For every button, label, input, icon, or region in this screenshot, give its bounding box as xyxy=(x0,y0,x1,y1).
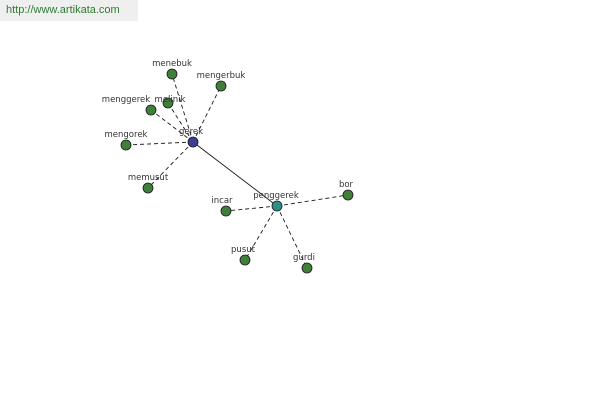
edge-gerek-memusut xyxy=(147,141,194,189)
node-gerek[interactable] xyxy=(187,136,199,148)
node-penggerek[interactable] xyxy=(271,200,283,212)
source-url[interactable]: http://www.artikata.com xyxy=(6,4,120,16)
edge-penggerek-pusut xyxy=(244,205,278,261)
node-menebuk[interactable] xyxy=(166,68,178,80)
node-label-mengorek: mengorek xyxy=(105,130,148,140)
node-label-pusut: pusut xyxy=(231,245,256,255)
node-melinik[interactable] xyxy=(162,97,174,109)
edge-gerek-melinik xyxy=(167,102,194,143)
edge-penggerek-incar xyxy=(225,205,278,212)
node-incar[interactable] xyxy=(220,205,232,217)
edge-penggerek-gurdi xyxy=(276,205,308,269)
node-label-incar: incar xyxy=(211,196,233,206)
node-menggerek[interactable] xyxy=(145,104,157,116)
node-mengorek[interactable] xyxy=(120,139,132,151)
node-label-gerek: gerek xyxy=(179,127,203,137)
edge-gerek-mengorek xyxy=(125,141,194,146)
edge-gerek-menggerek xyxy=(150,109,194,143)
node-bor[interactable] xyxy=(342,189,354,201)
edge-gerek-penggerek xyxy=(192,141,278,207)
node-mengerbuk[interactable] xyxy=(215,80,227,92)
node-label-menebuk: menebuk xyxy=(152,59,192,69)
labels-layer: gerek penggerek menebuk mengerbuk menggerek m… xyxy=(102,59,354,263)
nodes-layer xyxy=(120,68,354,274)
node-gurdi[interactable] xyxy=(301,262,313,274)
edge-penggerek-bor xyxy=(276,194,349,207)
node-label-memusut: memusut xyxy=(128,173,169,183)
edges-layer xyxy=(125,73,349,269)
node-label-bor: bor xyxy=(339,180,354,190)
node-label-mengerbuk: mengerbuk xyxy=(197,71,246,81)
node-label-melinik: melinik xyxy=(155,95,186,105)
node-label-menggerek: menggerek xyxy=(102,95,150,105)
node-label-gurdi: gurdi xyxy=(293,253,315,263)
node-label-penggerek: penggerek xyxy=(253,191,299,201)
edge-gerek-menebuk xyxy=(171,73,194,143)
node-memusut[interactable] xyxy=(142,182,154,194)
node-pusut[interactable] xyxy=(239,254,251,266)
source-banner: http://www.artikata.com xyxy=(0,0,138,21)
edge-gerek-mengerbuk xyxy=(192,85,222,143)
